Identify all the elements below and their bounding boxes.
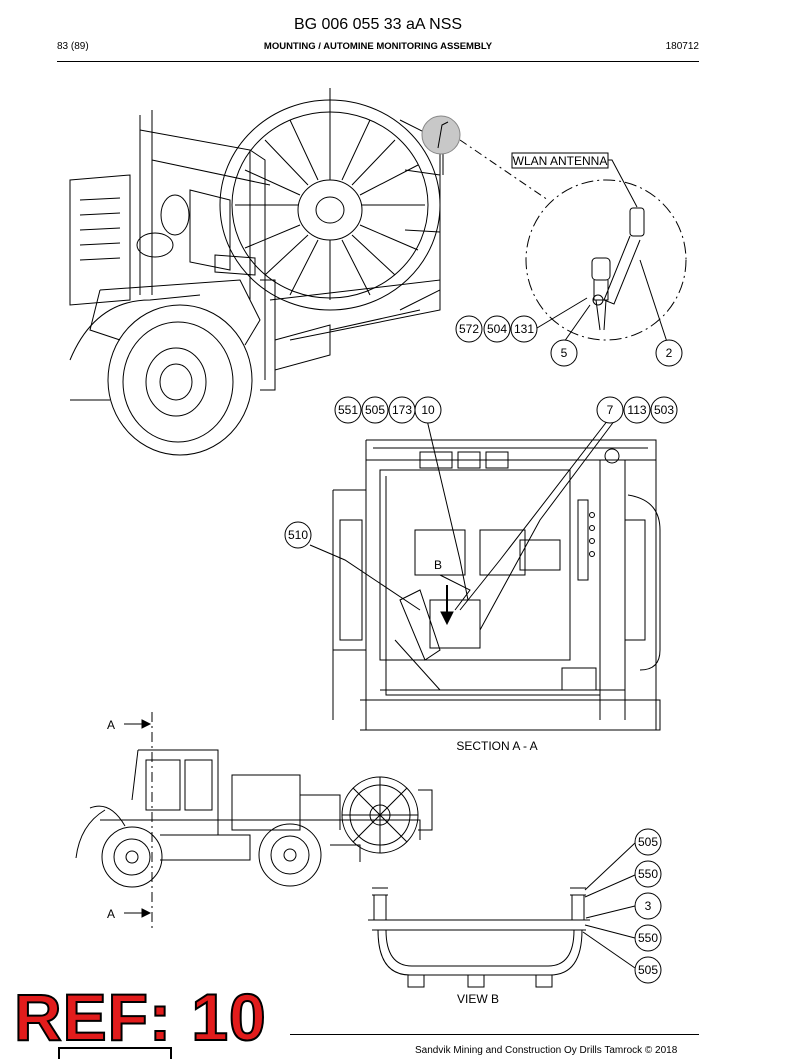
callout-572: 572 xyxy=(459,322,479,336)
callout-5: 5 xyxy=(561,346,568,360)
section-marker-bottom: A xyxy=(107,907,115,921)
callout-173: 173 xyxy=(392,403,412,417)
section-label: SECTION A - A xyxy=(456,739,537,753)
callout-551: 551 xyxy=(338,403,358,417)
callout-503: 503 xyxy=(654,403,674,417)
callout-view-b-3: 3 xyxy=(645,899,652,913)
callout-505: 505 xyxy=(365,403,385,417)
reference-stamp: REF: 10 xyxy=(13,980,267,1054)
callout-131: 131 xyxy=(514,322,534,336)
callout-numbers: 572 504 131 5 2 551 505 173 10 7 113 503… xyxy=(288,322,674,977)
wlan-antenna-label: WLAN ANTENNA xyxy=(513,154,608,168)
view-b-label: VIEW B xyxy=(457,992,499,1006)
callout-113: 113 xyxy=(627,403,646,417)
header-divider xyxy=(57,61,699,62)
callout-2: 2 xyxy=(666,346,673,360)
machine-side-view xyxy=(75,712,433,932)
callout-view-b-550-top: 550 xyxy=(638,867,658,881)
callout-510: 510 xyxy=(288,528,308,542)
page-subtitle: MOUNTING / AUTOMINE MONITORING ASSEMBLY xyxy=(263,41,493,52)
drawing-labels: WLAN ANTENNA SECTION A - A VIEW B B A A xyxy=(107,152,609,1006)
detail-b-marker: B xyxy=(434,558,442,572)
footer-copyright: Sandvik Mining and Construction Oy Drill… xyxy=(415,1045,678,1056)
callout-balloons xyxy=(284,315,683,984)
document-title: BG 006 055 33 aA NSS xyxy=(293,16,463,33)
wlan-antenna-detail xyxy=(525,159,687,343)
section-a-a-view xyxy=(309,419,661,731)
view-b-tray xyxy=(368,842,636,988)
callout-10: 10 xyxy=(421,403,435,417)
callout-504: 504 xyxy=(487,322,507,336)
callout-view-b-550-bottom: 550 xyxy=(638,931,658,945)
page-number: 83 (89) xyxy=(57,41,89,52)
callout-view-b-505-bottom: 505 xyxy=(638,963,658,977)
document-date: 180712 xyxy=(665,41,699,52)
section-marker-top: A xyxy=(107,718,115,732)
callout-view-b-505-top: 505 xyxy=(638,835,658,849)
footer-logo xyxy=(58,1047,172,1059)
machine-iso-view xyxy=(69,88,549,456)
footer-divider xyxy=(290,1034,699,1035)
callout-7: 7 xyxy=(607,403,614,417)
